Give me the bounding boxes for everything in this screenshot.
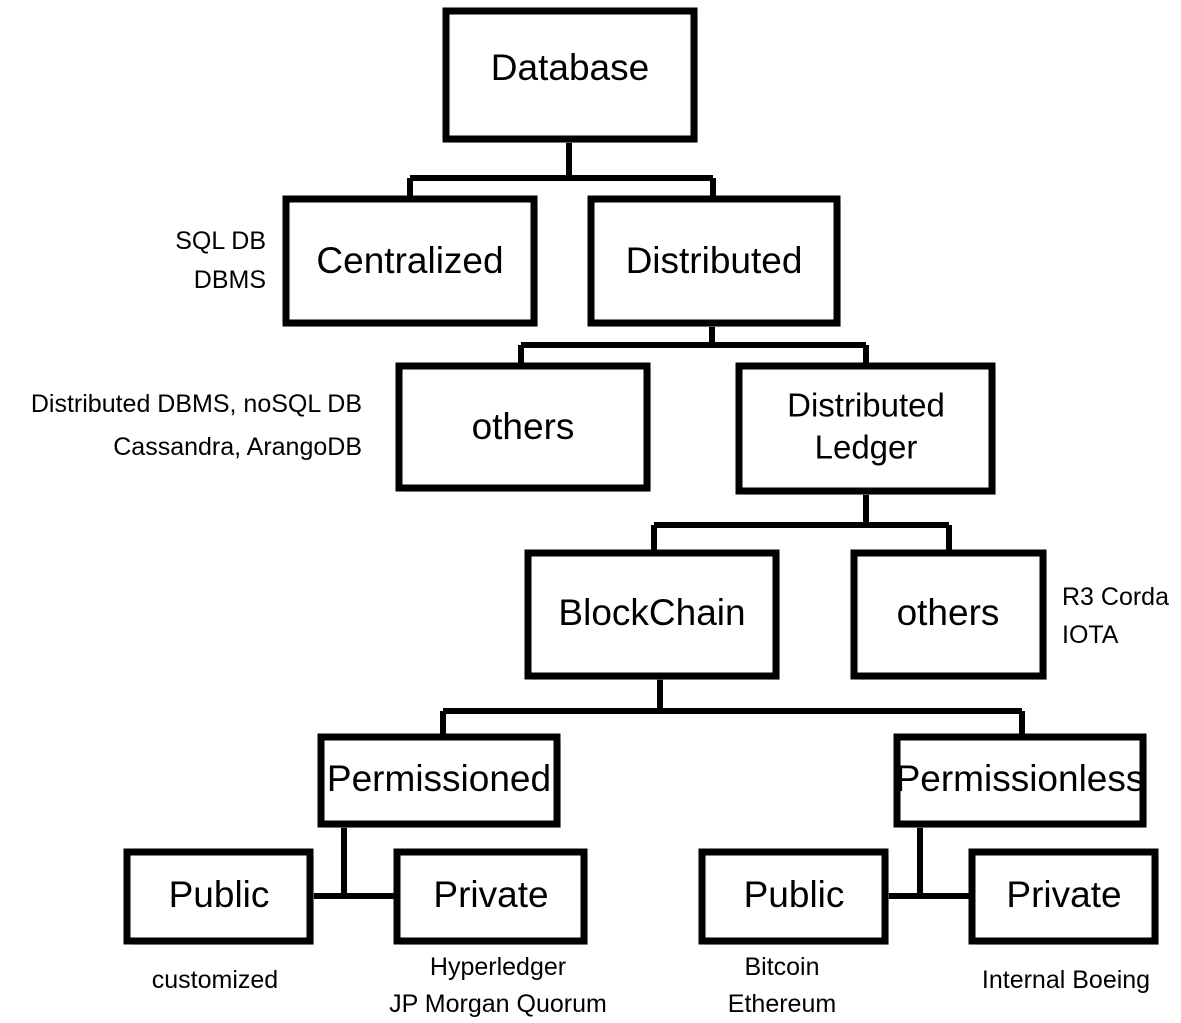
annotation-others-ledger-line2: IOTA [1062, 621, 1119, 649]
annotation-permissionless-private-examples: Internal Boeing [982, 966, 1150, 994]
node-distributed-ledger-label-line2: Ledger [815, 429, 918, 466]
node-permissionless-private[interactable]: Private [968, 848, 1159, 945]
node-distributed-box[interactable] [587, 195, 841, 327]
annotation-permissionless-public-line1: Bitcoin [744, 953, 819, 981]
node-permissionless[interactable]: Permissionless [893, 733, 1147, 828]
annotation-others-ledger-line1: R3 Corda [1062, 583, 1169, 611]
node-others-distributed-box[interactable] [395, 362, 651, 492]
annotation-others-distributed-examples: Distributed DBMS, noSQL DB Cassandra, Ar… [31, 390, 362, 461]
node-permissioned-private[interactable]: Private [393, 848, 588, 945]
annotation-permissioned-public-examples: customized [152, 966, 278, 994]
node-distributed-ledger[interactable]: Distributed Ledger [735, 362, 996, 495]
node-permissionless-label: Permissionless [896, 758, 1145, 799]
annotation-permissionless-private-line1: Internal Boeing [982, 966, 1150, 994]
node-others-distributed[interactable]: others [395, 362, 651, 492]
node-permissionless-private-box[interactable] [968, 848, 1159, 945]
connector-blockchain-to-level5 [440, 675, 1025, 736]
node-blockchain-box[interactable] [524, 549, 780, 680]
connector-database-to-level2 [407, 136, 716, 200]
annotation-centralized-line2: DBMS [194, 266, 266, 294]
node-database-box[interactable] [442, 7, 698, 143]
annotation-centralized-line1: SQL DB [175, 227, 266, 255]
node-distributed-ledger-label-line1: Distributed [787, 387, 945, 424]
node-permissioned[interactable]: Permissioned [317, 733, 561, 828]
node-others-ledger-label: others [897, 592, 1000, 633]
node-permissioned-public[interactable]: Public [123, 848, 314, 945]
node-database[interactable]: Database [442, 7, 698, 143]
node-centralized-box[interactable] [282, 195, 538, 327]
node-distributed-ledger-box[interactable] [735, 362, 996, 495]
annotation-permissioned-private-examples: Hyperledger JP Morgan Quorum [389, 953, 607, 1018]
annotation-layer: SQL DB DBMS Distributed DBMS, noSQL DB C… [31, 227, 1169, 1018]
node-permissioned-private-label: Private [433, 874, 548, 915]
node-permissionless-private-label: Private [1006, 874, 1121, 915]
node-permissionless-public[interactable]: Public [698, 848, 889, 945]
node-distributed[interactable]: Distributed [587, 195, 841, 327]
annotation-permissioned-private-line1: Hyperledger [430, 953, 566, 981]
node-distributed-label: Distributed [626, 240, 803, 281]
node-permissioned-label: Permissioned [327, 758, 551, 799]
node-permissionless-public-box[interactable] [698, 848, 889, 945]
node-permissionless-public-label: Public [744, 874, 845, 915]
annotation-others-distributed-line2: Cassandra, ArangoDB [113, 433, 362, 461]
connector-permissionless-to-leaves [885, 817, 973, 899]
node-centralized-label: Centralized [316, 240, 503, 281]
annotation-permissionless-public-line2: Ethereum [728, 990, 836, 1018]
annotation-others-distributed-line1: Distributed DBMS, noSQL DB [31, 390, 362, 418]
connector-distributed-to-level3 [518, 322, 869, 368]
annotation-others-ledger-examples: R3 Corda IOTA [1062, 583, 1169, 649]
connector-permissioned-to-leaves [310, 817, 398, 899]
node-blockchain-label: BlockChain [558, 592, 745, 633]
node-layer: Database Centralized Distributed others … [123, 7, 1159, 945]
node-permissioned-box[interactable] [317, 733, 561, 828]
node-permissionless-box[interactable] [893, 733, 1147, 828]
node-others-distributed-label: others [472, 406, 575, 447]
node-centralized[interactable]: Centralized [282, 195, 538, 327]
node-permissioned-public-box[interactable] [123, 848, 314, 945]
annotation-permissionless-public-examples: Bitcoin Ethereum [728, 953, 836, 1018]
annotation-permissioned-public-line1: customized [152, 966, 278, 994]
node-permissioned-public-label: Public [169, 874, 270, 915]
node-others-ledger-box[interactable] [850, 549, 1047, 680]
node-others-ledger[interactable]: others [850, 549, 1047, 680]
connector-layer [310, 136, 1025, 899]
node-database-label: Database [491, 47, 649, 88]
node-permissioned-private-box[interactable] [393, 848, 588, 945]
annotation-centralized-examples: SQL DB DBMS [175, 227, 266, 294]
annotation-permissioned-private-line2: JP Morgan Quorum [389, 990, 607, 1018]
connector-ledger-to-level4 [651, 489, 952, 552]
node-blockchain[interactable]: BlockChain [524, 549, 780, 680]
